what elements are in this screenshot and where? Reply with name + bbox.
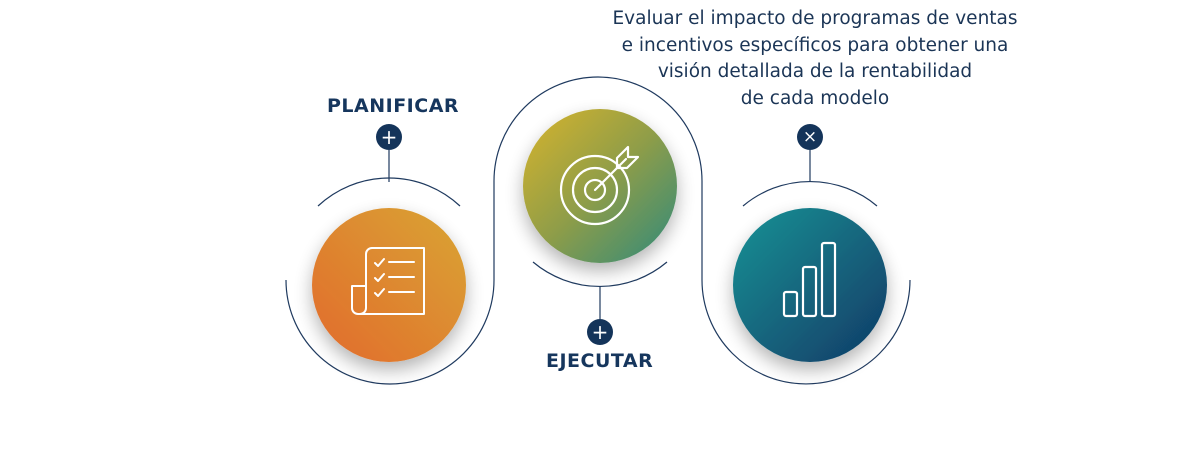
step-label-exec: EJECUTAR xyxy=(546,350,654,372)
expand-plan-button[interactable]: + xyxy=(376,124,402,150)
step-circle-plan xyxy=(312,208,466,362)
wave-left-arc xyxy=(285,279,495,385)
result-description: Evaluar el impacto de programas de venta… xyxy=(612,8,1018,109)
wave-connector xyxy=(285,76,911,385)
target-icon xyxy=(559,145,640,226)
bar-chart-icon xyxy=(782,241,837,318)
expand-exec-button[interactable]: + xyxy=(587,319,613,345)
step-circle-result xyxy=(733,208,887,362)
ring-bottom-middle xyxy=(532,261,668,288)
checklist-icon xyxy=(351,247,425,315)
wave-right-arc xyxy=(701,279,911,385)
ring-top-left xyxy=(317,177,461,207)
step-label-plan: PLANIFICAR xyxy=(327,95,460,117)
close-result-button[interactable]: × xyxy=(797,124,823,150)
ring-top-right xyxy=(742,180,878,207)
wave-middle-arc xyxy=(493,76,703,280)
